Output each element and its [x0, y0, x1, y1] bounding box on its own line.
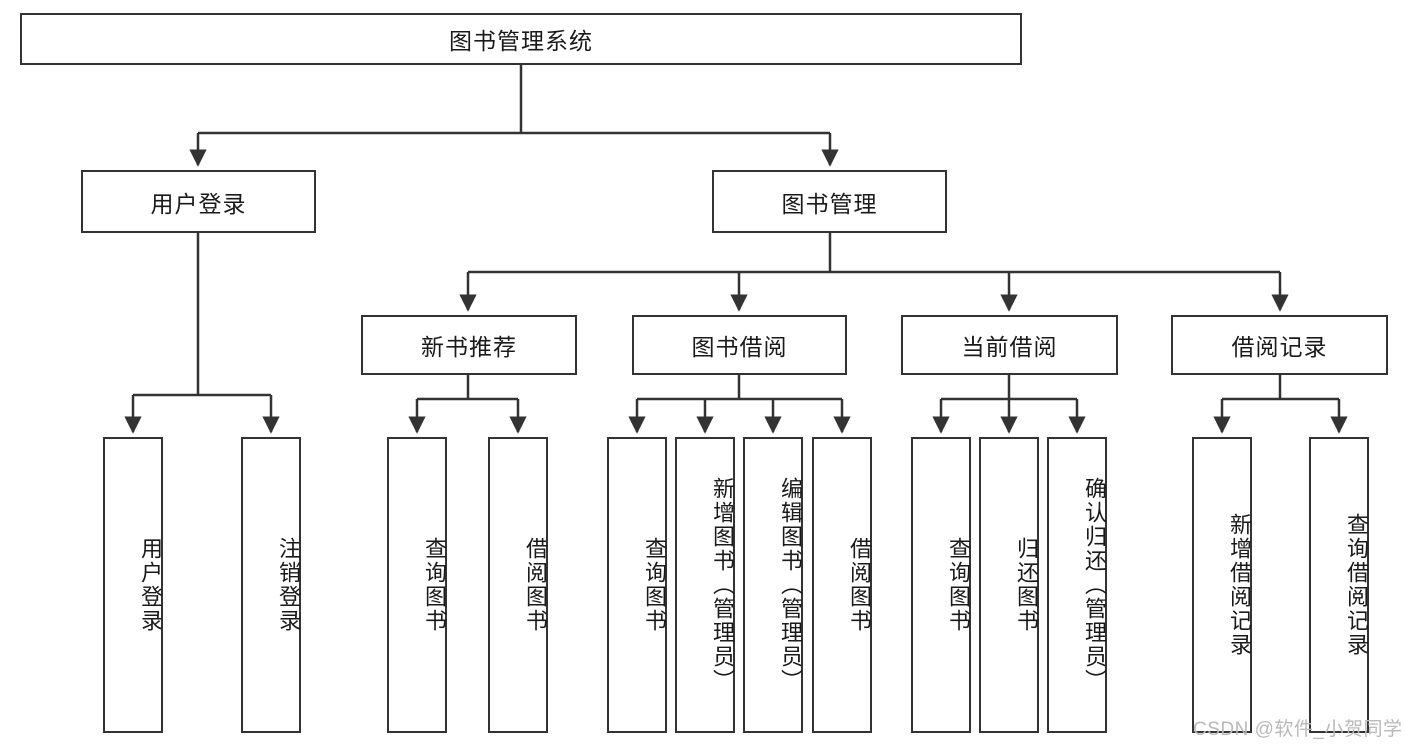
leaf-add-book[interactable]: 新增图书（管理员）: [675, 437, 735, 733]
node-label: 新书推荐: [421, 334, 517, 360]
leaf-user-login[interactable]: 用户登录: [103, 437, 163, 733]
node-label: 注销登录: [276, 537, 301, 633]
node-label: 查询借阅记录: [1344, 513, 1369, 657]
node-label: 用户登录: [138, 537, 163, 633]
node-label: 确认归还（管理员）: [1082, 477, 1107, 693]
node-label: 查询图书: [422, 537, 447, 633]
node-book-management-system[interactable]: 图书管理系统: [20, 13, 1022, 65]
node-label: 借阅图书: [847, 537, 872, 633]
leaf-edit-book[interactable]: 编辑图书（管理员）: [743, 437, 803, 733]
node-label: 编辑图书（管理员）: [778, 477, 803, 693]
leaf-return-book[interactable]: 归还图书: [979, 437, 1039, 733]
node-label: 新增图书（管理员）: [710, 477, 735, 693]
node-label: 借阅记录: [1231, 334, 1328, 360]
leaf-query-book-3[interactable]: 查询图书: [911, 437, 971, 733]
node-book-manage[interactable]: 图书管理: [712, 170, 947, 233]
leaf-query-book-1[interactable]: 查询图书: [387, 437, 447, 733]
leaf-borrow-book-1[interactable]: 借阅图书: [488, 437, 548, 733]
node-label: 借阅图书: [523, 537, 548, 633]
leaf-borrow-book-2[interactable]: 借阅图书: [812, 437, 872, 733]
node-label: 查询图书: [642, 537, 667, 633]
leaf-logout-login[interactable]: 注销登录: [241, 437, 301, 733]
csdn-watermark: CSDN @软件_小贺同学: [1193, 719, 1403, 740]
node-label: 新增借阅记录: [1227, 513, 1252, 657]
leaf-query-record[interactable]: 查询借阅记录: [1309, 437, 1369, 733]
node-borrow-record[interactable]: 借阅记录: [1171, 315, 1388, 375]
node-label: 图书借阅: [691, 334, 788, 360]
node-label: 查询图书: [946, 537, 971, 633]
node-book-borrow[interactable]: 图书借阅: [632, 315, 847, 375]
node-label: 图书管理系统: [449, 28, 593, 54]
leaf-query-book-2[interactable]: 查询图书: [607, 437, 667, 733]
node-user-login[interactable]: 用户登录: [81, 170, 316, 233]
node-label: 图书管理: [781, 190, 878, 217]
node-label: 用户登录: [150, 190, 247, 217]
node-new-book-recommend[interactable]: 新书推荐: [361, 315, 577, 375]
node-current-borrow[interactable]: 当前借阅: [901, 315, 1118, 375]
node-label: 归还图书: [1014, 537, 1039, 633]
leaf-confirm-return[interactable]: 确认归还（管理员）: [1047, 437, 1107, 733]
node-label: 当前借阅: [961, 334, 1058, 360]
leaf-add-record[interactable]: 新增借阅记录: [1192, 437, 1252, 733]
